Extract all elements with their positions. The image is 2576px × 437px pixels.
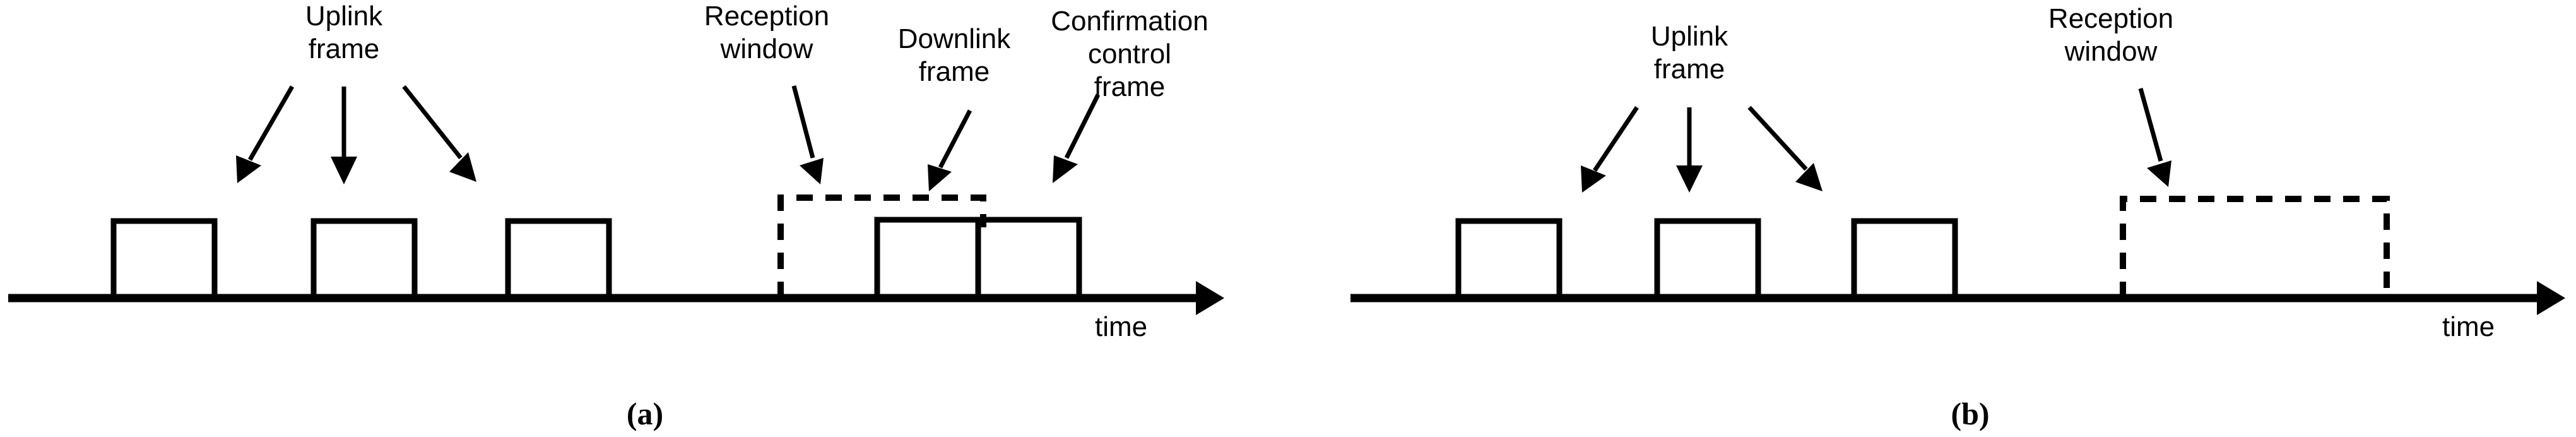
panel-b-uplink-frame-label-line2: frame <box>1654 54 1725 85</box>
panel-b-uplink-arrow-left-shaft <box>1593 106 1639 172</box>
panel-a-downlink-arrow-shaft <box>938 109 972 169</box>
panel-a-confirmation-arrow <box>1053 93 1101 183</box>
panel-a-downlink-arrow <box>928 109 972 191</box>
panel-a-confirmation-frame-label-line1: Confirmation <box>1051 6 1208 37</box>
panel-b-uplink-arrow-mid-head <box>1676 165 1703 193</box>
panel-a-axis-arrowhead <box>1196 281 1224 315</box>
panel-b-uplink-frame-label-line1: Uplink <box>1651 21 1728 52</box>
panel-a-downlink-frame <box>874 217 981 298</box>
panel-b-uplink-pulse-3 <box>1851 218 1958 298</box>
panel-b-reception-window-label-line1: Reception <box>2048 3 2173 34</box>
panel-a-uplink-arrow-left-head <box>236 155 261 183</box>
panel-a-caption: (a) <box>627 396 663 431</box>
panel-a-reception-window-label-line2: window <box>720 33 813 64</box>
panel-b-uplink-arrow-right-shaft <box>1747 105 1808 171</box>
panel-a-reception-arrow-head <box>800 158 824 184</box>
panel-a-confirmation-frame <box>975 217 1082 298</box>
panel-a-uplink-pulse-2 <box>310 218 418 298</box>
panel-a-confirmation-frame-label-line2: control <box>1088 39 1171 69</box>
panel-a-confirmation-frame-label-line3: frame <box>1094 71 1165 102</box>
panel-a-reception-window <box>777 195 986 298</box>
panel-b-reception-arrow-shaft <box>2138 88 2163 162</box>
panel-a: Uplink frame Reception window Downlink f… <box>8 1 1224 431</box>
panel-a-uplink-arrow-mid-head <box>331 157 357 184</box>
panel-b-uplink-pulse-2 <box>1654 218 1761 298</box>
panel-a-uplink-arrow-left-shaft <box>247 85 295 161</box>
panel-b-axis-arrowhead <box>2537 281 2565 315</box>
panel-a-uplink-arrow-right-shaft <box>402 85 463 160</box>
panel-b-uplink-pulse-1 <box>1455 218 1563 298</box>
panel-a-uplink-frame-label-line2: frame <box>309 33 379 64</box>
panel-b: Uplink frame Reception window time (b) <box>1350 3 2565 431</box>
panel-a-downlink-frame-label-line2: frame <box>919 56 990 87</box>
panel-a-reception-window-label-line1: Reception <box>704 1 829 32</box>
panel-a-reception-arrow-shaft <box>791 85 815 159</box>
panel-b-uplink-arrows <box>1581 105 1823 193</box>
panel-b-caption: (b) <box>1951 396 1989 431</box>
panel-a-downlink-arrow-head <box>928 164 952 191</box>
panel-a-confirmation-arrow-head <box>1053 155 1078 183</box>
panel-a-confirmation-arrow-shaft <box>1064 93 1101 159</box>
panel-a-uplink-arrow-right-head <box>449 152 476 182</box>
panel-b-reception-arrow <box>2138 88 2171 187</box>
panel-a-reception-arrow <box>791 85 824 184</box>
panel-b-reception-arrow-head <box>2147 160 2171 187</box>
panel-b-time-label: time <box>2442 311 2495 342</box>
panel-b-uplink-arrow-right-head <box>1795 163 1823 191</box>
panel-a-downlink-frame-label-line1: Downlink <box>898 23 1012 54</box>
panel-a-uplink-frame-label-line1: Uplink <box>305 1 383 32</box>
panel-b-uplink-arrow-left-head <box>1581 165 1606 193</box>
panel-a-uplink-pulse-1 <box>110 218 218 298</box>
panel-b-reception-window-label-line2: window <box>2064 36 2158 67</box>
panel-a-time-axis <box>8 281 1224 315</box>
panel-a-uplink-arrows <box>236 85 476 184</box>
panel-b-reception-window <box>2120 196 2390 298</box>
panel-a-time-label: time <box>1095 311 1147 342</box>
panel-a-uplink-pulse-3 <box>505 218 612 298</box>
panel-b-time-axis <box>1350 281 2565 315</box>
